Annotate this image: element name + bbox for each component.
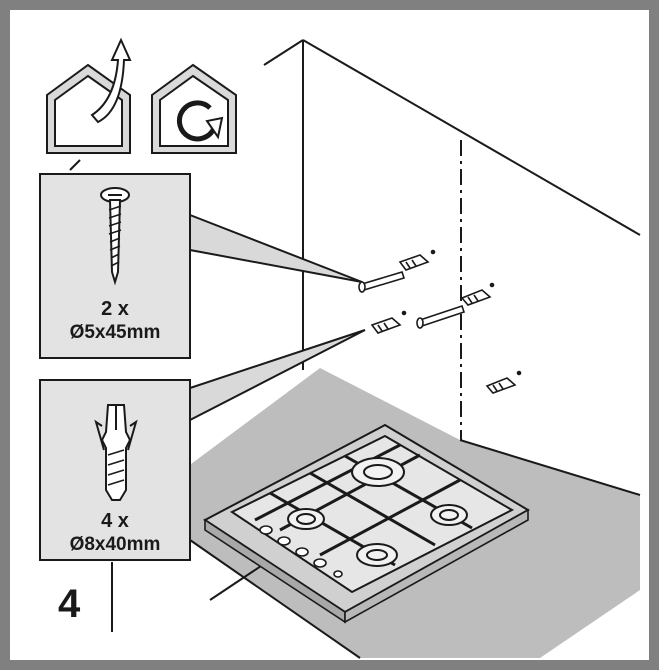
wall-top-edge (302, 39, 641, 236)
wall-plug (460, 282, 495, 306)
wall-screw (358, 271, 406, 293)
wall-plug (485, 370, 522, 394)
control-knobs (259, 525, 343, 578)
knob (277, 536, 291, 546)
wall-fixings (358, 249, 522, 394)
step-number: 4 (58, 582, 81, 626)
screw-size: Ø5x45mm (69, 322, 161, 343)
knob (333, 570, 343, 578)
rotate-house-icon (151, 63, 237, 154)
wall-screw (416, 304, 466, 329)
wall-plug (398, 249, 436, 271)
wall (263, 39, 641, 496)
screw-icon (100, 187, 130, 286)
plug-quantity: 4 x (101, 510, 129, 532)
knob (313, 558, 327, 568)
wall-top-edge-left (263, 39, 304, 66)
knob (259, 525, 273, 535)
wall-plug (370, 310, 407, 334)
burners (287, 457, 468, 567)
plug-size: Ø8x40mm (69, 534, 161, 555)
plug-icon (94, 404, 138, 501)
wall-floor-edge (459, 439, 641, 496)
gas-hob (203, 423, 531, 624)
screw-quantity: 2 x (101, 298, 129, 320)
exit-house-icon (46, 37, 132, 154)
knob (295, 547, 309, 557)
